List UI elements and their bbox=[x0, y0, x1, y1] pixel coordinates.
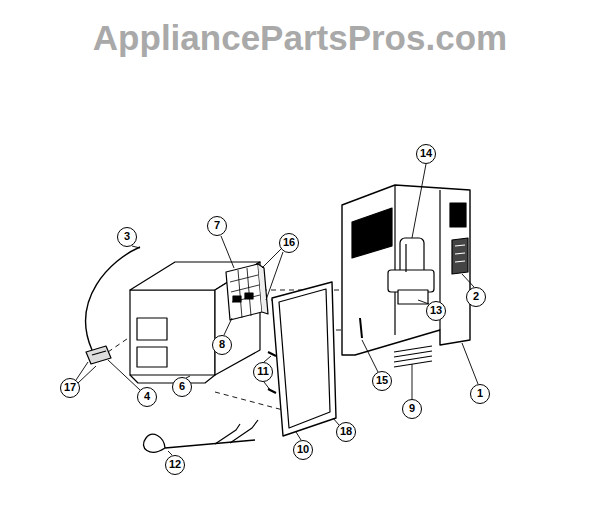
callout-number: 17 bbox=[60, 378, 80, 398]
callout-number: 15 bbox=[372, 371, 392, 391]
callout-number: 18 bbox=[336, 422, 356, 442]
watermark: AppliancePartsPros.com bbox=[0, 18, 600, 58]
callout-number: 1 bbox=[470, 384, 490, 404]
callout-number: 2 bbox=[466, 287, 486, 307]
callout-number: 8 bbox=[212, 335, 232, 355]
callout-number: 7 bbox=[207, 216, 227, 236]
callout-number: 9 bbox=[402, 399, 422, 419]
callout-number: 14 bbox=[416, 144, 436, 164]
callout-number: 16 bbox=[279, 233, 299, 253]
callout-number: 13 bbox=[426, 301, 446, 321]
callout-number: 3 bbox=[117, 227, 137, 247]
callout-number: 10 bbox=[293, 440, 313, 460]
callout-number: 6 bbox=[172, 377, 192, 397]
callout-number: 4 bbox=[137, 387, 157, 407]
callout-number: 12 bbox=[165, 455, 185, 475]
callout-number: 11 bbox=[253, 362, 273, 382]
